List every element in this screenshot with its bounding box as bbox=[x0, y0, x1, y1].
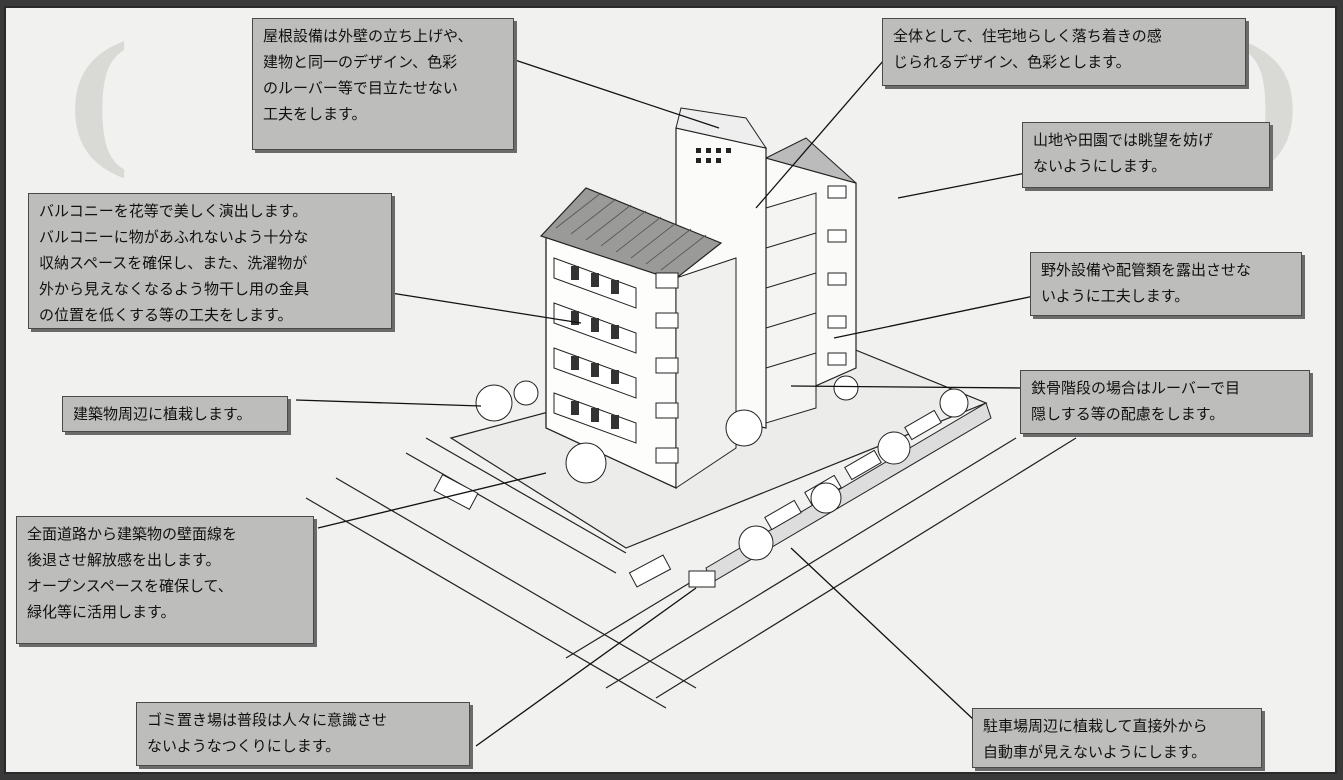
road-line bbox=[305, 497, 667, 709]
garbage-shed bbox=[688, 570, 716, 588]
main-roof bbox=[539, 187, 723, 281]
road-line bbox=[605, 437, 1017, 689]
leader-garbage bbox=[475, 587, 697, 747]
road-line bbox=[405, 452, 617, 574]
tree-icon bbox=[810, 482, 842, 514]
window bbox=[827, 315, 847, 329]
tree-icon bbox=[877, 431, 911, 465]
window bbox=[827, 185, 847, 199]
road-line bbox=[425, 437, 627, 554]
tree-icon bbox=[833, 375, 859, 401]
leader-view bbox=[897, 172, 1027, 199]
callout-parking-planting: 駐車場周辺に植栽して直接外から 自動車が見えないようにします。 bbox=[972, 708, 1262, 768]
callout-roof-equipment: 屋根設備は外壁の立ち上げや、 建物と同一のデザイン、色彩 のルーバー等で目立たせ… bbox=[252, 18, 514, 150]
callout-overall-design: 全体として、住宅地らしく落ち着きの感 じられるデザイン、色彩とします。 bbox=[882, 18, 1246, 86]
callout-setback: 全面道路から建築物の壁面線を 後退させ解放感を出します。 オープンスペースを確保… bbox=[16, 516, 314, 644]
callout-outdoor-equipment: 野外設備や配管類を露出させな いように工夫します。 bbox=[1030, 252, 1302, 316]
window bbox=[827, 352, 847, 366]
leader-equipment bbox=[833, 295, 1035, 339]
tree-icon bbox=[939, 388, 969, 418]
building-main-side bbox=[675, 257, 737, 489]
window bbox=[827, 272, 847, 286]
car-icon bbox=[904, 409, 942, 441]
tree-icon bbox=[513, 380, 539, 406]
tree-icon bbox=[475, 384, 513, 422]
rooftop-equipment bbox=[675, 107, 768, 149]
leader-stairs bbox=[790, 385, 1025, 389]
tree-icon bbox=[725, 409, 763, 447]
callout-balcony: バルコニーを花等で美しく演出します。 バルコニーに物があふれないよう十分な 収納… bbox=[28, 193, 392, 329]
leader-overall bbox=[755, 52, 891, 209]
tree-icon bbox=[738, 525, 774, 561]
leader-balcony bbox=[390, 292, 582, 324]
apartment-illustration bbox=[295, 52, 1077, 747]
callout-steel-stairs: 鉄骨階段の場合はルーバーで目 隠しする等の配慮をします。 bbox=[1020, 370, 1310, 434]
road-line bbox=[655, 437, 1077, 699]
tree-icon bbox=[565, 442, 607, 484]
car-icon bbox=[764, 499, 802, 531]
illustration-panel: ( ) bbox=[4, 6, 1337, 774]
road-line bbox=[335, 477, 697, 689]
leader-parking bbox=[790, 547, 975, 721]
leader-setback bbox=[317, 472, 547, 529]
callout-garbage-area: ゴミ置き場は普段は人々に意識させ ないようなつくりにします。 bbox=[136, 702, 470, 766]
car-icon bbox=[844, 449, 882, 481]
back-wing-roof bbox=[764, 137, 857, 184]
car-icon bbox=[433, 473, 479, 511]
leader-roof bbox=[493, 52, 720, 129]
leader-planting bbox=[295, 399, 482, 407]
callout-perimeter-planting: 建築物周辺に植栽します。 bbox=[62, 396, 288, 432]
window bbox=[827, 229, 847, 243]
callout-preserve-view: 山地や田園では眺望を妨げ ないようにします。 bbox=[1022, 122, 1270, 188]
steel-stairs bbox=[765, 192, 817, 424]
car-icon bbox=[628, 554, 672, 588]
